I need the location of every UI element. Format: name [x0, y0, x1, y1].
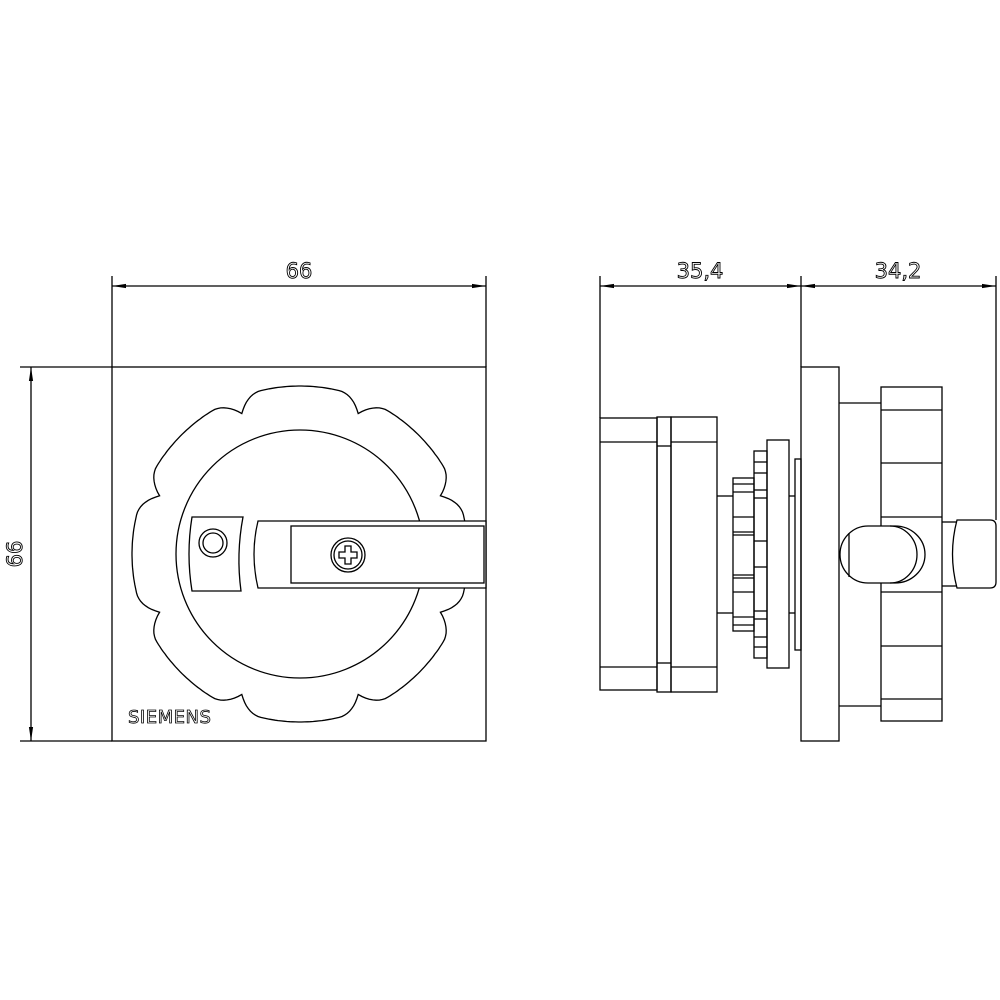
depth-dimensions: 35,4 34,2: [599, 259, 997, 520]
height-dimension-label: 66: [3, 541, 27, 568]
padlock-tab: [188, 516, 244, 592]
side-knob: [839, 386, 997, 722]
width-dimension-label: 66: [286, 259, 313, 283]
side-view: 35,4 34,2: [599, 259, 997, 742]
panel-plate: [800, 366, 840, 742]
rotary-handle: [253, 520, 487, 589]
width-dimension: 66: [111, 259, 487, 367]
padlock-hole-icon: [198, 528, 228, 558]
depth-front-of-panel-label: 34,2: [875, 259, 922, 283]
height-dimension: 66: [3, 366, 112, 742]
depth-behind-panel-label: 35,4: [677, 259, 724, 283]
screw-icon: [330, 537, 366, 573]
siemens-logo: SIEMENS: [128, 707, 211, 728]
switch-body: [599, 416, 802, 693]
front-view: 66 66 SIEMENS: [3, 259, 487, 742]
